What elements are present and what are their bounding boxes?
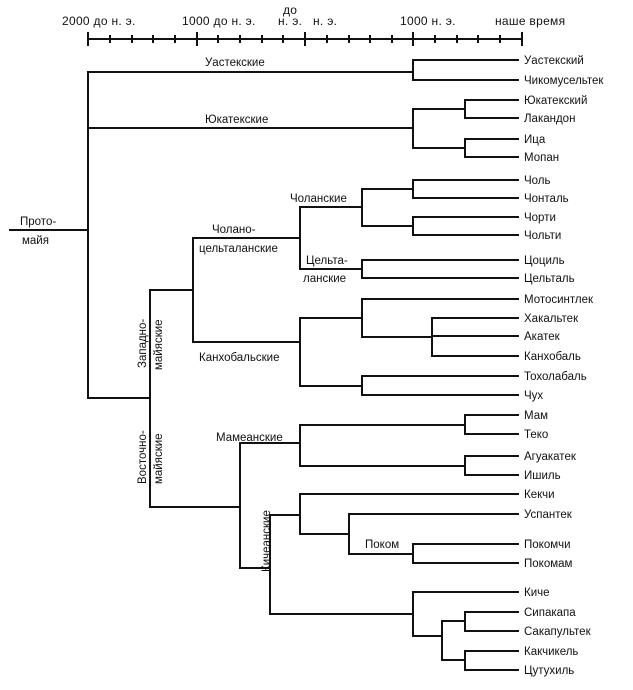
group-label-qanjobalan: Канхобальские — [199, 352, 279, 364]
group-label-kichean: Кичеанские — [261, 510, 273, 572]
timeline-label-era-bc: н. э. — [278, 14, 302, 28]
language-label: Чоль — [524, 175, 551, 187]
language-label: Агуакатек — [524, 451, 577, 463]
timeline-label-present: наше время — [495, 14, 565, 28]
language-label: Лакандон — [524, 113, 575, 125]
language-label: Хакальтек — [524, 313, 579, 325]
timeline-label-era-do: до — [283, 3, 297, 17]
language-label: Мотосинтлек — [524, 294, 594, 306]
language-label: Канхобаль — [524, 351, 581, 363]
root-label-line2: майя — [22, 235, 49, 247]
timeline-axis: 2000 до н. э. 1000 до н. э. до н. э. н. … — [62, 3, 565, 46]
language-label: Цельталь — [524, 273, 575, 285]
timeline-label-1000bc: 1000 до н. э. — [182, 14, 256, 28]
group-label-cholan-tzeltalan-1: Чолано- — [212, 224, 256, 236]
language-label: Цутухиль — [524, 665, 574, 677]
language-label: Мам — [524, 410, 548, 422]
language-labels: Уастекский Чикомусельтек Юкатекский Лака… — [524, 55, 604, 677]
language-label: Киче — [524, 587, 550, 599]
language-label: Теко — [524, 429, 548, 441]
language-label: Какчикель — [524, 646, 578, 658]
group-labels: Уастекские Юкатекские Чолано- цельталанс… — [137, 57, 399, 572]
group-label-tzeltalan-1: Цельта- — [306, 255, 348, 267]
language-label: Уастекский — [524, 55, 584, 67]
group-label-eastern-2: майяские — [153, 433, 165, 484]
language-label: Ишиль — [524, 470, 561, 482]
timeline-label-1000ad: 1000 н. э. — [400, 14, 456, 28]
language-label: Чонталь — [524, 193, 569, 205]
root-label: Прото- майя — [20, 216, 56, 247]
group-label-mamean: Мамеанские — [216, 432, 283, 444]
group-label-tzeltalan-2: ланские — [303, 273, 346, 285]
timeline-label-2000bc: 2000 до н. э. — [62, 14, 136, 28]
language-label: Тохолабаль — [524, 371, 587, 383]
language-label: Акатек — [524, 331, 561, 343]
language-label: Покомчи — [524, 539, 571, 551]
group-label-poqom: Поком — [365, 539, 399, 551]
language-label: Мопан — [524, 152, 559, 164]
timeline-label-era-ad: н. э. — [313, 14, 337, 28]
language-label: Ица — [524, 134, 546, 146]
language-label: Цоциль — [524, 255, 565, 267]
tree-branches — [9, 59, 519, 671]
language-label: Чух — [524, 390, 543, 402]
language-label: Успантек — [524, 509, 573, 521]
language-label: Чикомусельтек — [524, 75, 604, 87]
language-label: Юкатекский — [524, 95, 587, 107]
group-label-huastecan: Уастекские — [205, 57, 265, 69]
language-label: Сипакапа — [524, 607, 576, 619]
group-label-western-2: майяские — [153, 319, 165, 370]
group-label-western-1: Западно- — [137, 319, 149, 368]
language-label: Сакапультек — [524, 626, 592, 638]
timeline-ticks — [87, 32, 523, 46]
language-label: Чорти — [524, 212, 556, 224]
root-label-line1: Прото- — [20, 216, 56, 228]
group-label-cholan: Чоланские — [290, 193, 347, 205]
group-label-eastern-1: Восточно- — [137, 430, 149, 484]
group-label-cholan-tzeltalan-2: цельталанские — [199, 243, 278, 255]
language-label: Чольти — [524, 230, 561, 242]
language-label: Кекчи — [524, 489, 555, 501]
language-label: Покомам — [524, 558, 573, 570]
group-label-yucatecan: Юкатекские — [205, 114, 268, 126]
